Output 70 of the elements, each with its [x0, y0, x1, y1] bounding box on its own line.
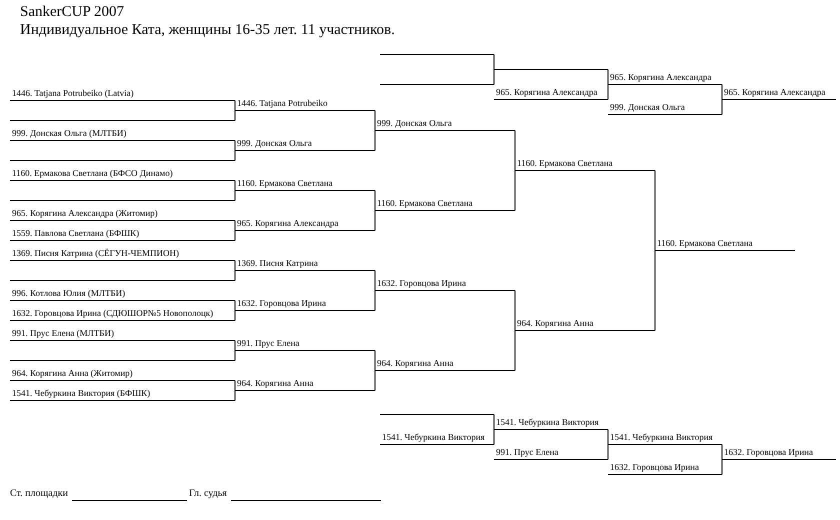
bracket-line	[234, 100, 236, 111]
bracket-line	[374, 270, 376, 291]
bracket-line	[234, 390, 236, 401]
bracket-line	[234, 310, 236, 321]
participant-slot: 1632. Горовцова Ирина	[375, 278, 515, 291]
participant-slot: 1369. Писня Катрина (СЁГУН-ЧЕМПИОН)	[10, 248, 235, 261]
participant-slot: 1446. Tatjana Potrubeiko	[235, 98, 375, 111]
field-label: Гл. судья	[188, 488, 227, 499]
bracket-line	[514, 330, 516, 371]
participant-slot: 965. Корягина Александра (Житомир)	[10, 208, 235, 221]
bracket-line	[234, 380, 236, 391]
participant-slot: 1160. Ермакова Светлана (БФСО Динамо)	[10, 168, 235, 181]
bracket-line	[374, 190, 376, 211]
bracket-line	[234, 230, 236, 241]
participant-slot: 964. Корягина Анна	[515, 318, 655, 331]
participant-slot: 1160. Ермакова Светлана	[515, 158, 655, 171]
participant-slot: 999. Донская Ольга	[608, 102, 722, 115]
bracket-line	[234, 270, 236, 281]
bracket-line	[234, 340, 236, 351]
participant-slot: 996. Котлова Юлия (МЛТБИ)	[10, 288, 235, 301]
bracket-line	[234, 150, 236, 161]
title: SankerCUP 2007	[20, 4, 124, 21]
participant-slot: 965. Корягина Александра	[494, 87, 608, 100]
bracket-line	[374, 210, 376, 231]
participant-slot: 1160. Ермакова Светлана	[235, 178, 375, 191]
bracket-line	[234, 260, 236, 271]
participant-slot: 1632. Горовцова Ирина	[722, 447, 836, 460]
bracket-line	[654, 170, 656, 251]
participant-slot: 965. Корягина Александра	[235, 218, 375, 231]
participant-slot: 964. Корягина Анна	[375, 358, 515, 371]
participant-slot: 1160. Ермакова Светлана	[375, 198, 515, 211]
bracket-line	[514, 130, 516, 171]
participant-slot: 964. Корягина Анна	[235, 378, 375, 391]
bracket-line	[234, 350, 236, 361]
bracket-line	[374, 350, 376, 371]
bracket-line	[234, 110, 236, 121]
participant-slot: 991. Прус Елена (МЛТБИ)	[10, 328, 235, 341]
bracket-line	[234, 190, 236, 201]
participant-slot: 965. Корягина Александра	[608, 72, 722, 85]
bracket-line	[514, 170, 516, 211]
bracket-line	[234, 300, 236, 311]
field-label: Ст. площадки	[10, 488, 68, 499]
subtitle: Индивидуальное Ката, женщины 16-35 лет. 11 участников.	[20, 22, 395, 39]
bracket-line	[374, 130, 376, 151]
bracket-line	[374, 290, 376, 311]
participant-slot: 1541. Чебуркина Виктория	[494, 417, 608, 430]
participant-slot: 1632. Горовцова Ирина	[608, 462, 722, 475]
participant-slot: 1541. Чебуркина Виктория	[380, 432, 494, 445]
participant-slot: 1541. Чебуркина Виктория	[608, 432, 722, 445]
bracket-line	[374, 370, 376, 391]
participant-slot: 1559. Павлова Светлана (БФШК)	[10, 228, 235, 241]
bracket-line	[514, 290, 516, 331]
participant-slot: 999. Донская Ольга	[375, 118, 515, 131]
participant-slot: 1632. Горовцова Ирина	[235, 298, 375, 311]
participant-slot: 999. Донская Ольга (МЛТБИ)	[10, 128, 235, 141]
participant-slot: 991. Прус Елена	[235, 338, 375, 351]
participant-slot: 991. Прус Елена	[494, 447, 608, 460]
bracket-line	[374, 110, 376, 131]
bracket-line	[234, 180, 236, 191]
participant-slot: 965. Корягина Александра	[722, 87, 836, 100]
participant-slot: 1446. Tatjana Potrubeiko (Latvia)	[10, 88, 235, 101]
participant-slot: 964. Корягина Анна (Житомир)	[10, 368, 235, 381]
participant-slot: 999. Донская Ольга	[235, 138, 375, 151]
participant-slot: 1160. Ермакова Светлана	[655, 238, 795, 251]
participant-slot: 1541. Чебуркина Виктория (БФШК)	[10, 388, 235, 401]
bracket-line	[654, 250, 656, 331]
participant-slot: 1632. Горовцова Ирина (СДЮШОР№5 Новополоцк)	[10, 308, 235, 321]
bracket-line	[234, 220, 236, 231]
bracket-line	[234, 140, 236, 151]
participant-slot: 1369. Писня Катрина	[235, 258, 375, 271]
